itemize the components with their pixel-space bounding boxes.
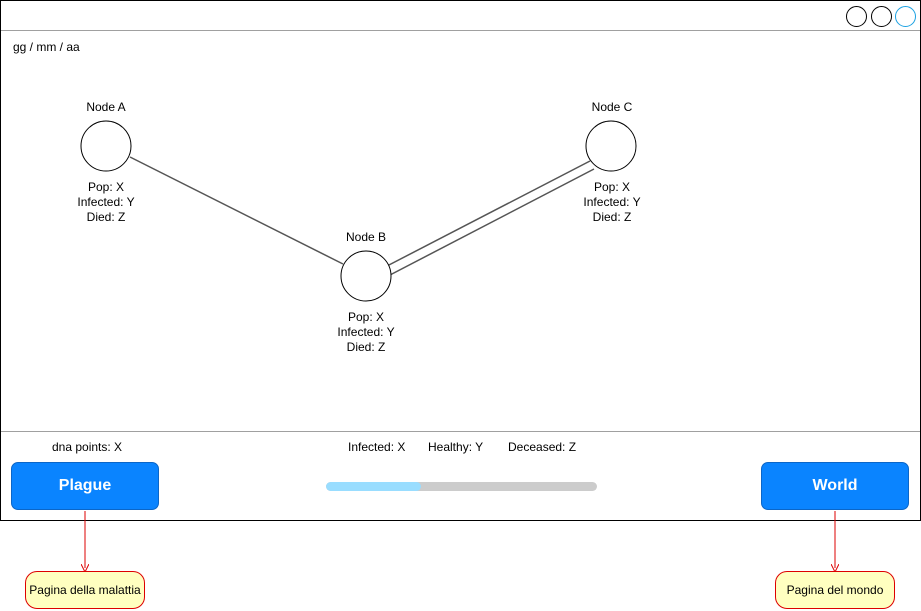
node-c-pop: Pop: X <box>593 180 631 194</box>
minimize-button[interactable] <box>846 6 867 27</box>
node-b-circle[interactable] <box>340 250 392 302</box>
node-b-label: Node B <box>345 230 387 244</box>
node-b-infected: Infected: Y <box>337 325 395 339</box>
node-a-infected: Infected: Y <box>77 195 135 209</box>
infection-progress-bar <box>326 482 597 491</box>
bottom-divider <box>1 431 920 432</box>
dna-points: dna points: X <box>52 440 123 454</box>
node-b-stats: Pop: X Infected: Y Died: Z <box>306 310 426 355</box>
progress-fill <box>326 482 421 491</box>
maximize-button[interactable] <box>871 6 892 27</box>
edge-a-b <box>129 156 344 265</box>
infected-total: Infected: X <box>348 440 406 454</box>
node-a-stats: Pop: X Infected: Y Died: Z <box>46 180 166 225</box>
node-graph <box>80 120 637 302</box>
node-b-pop: Pop: X <box>347 310 385 324</box>
plague-page-note: Pagina della malattia <box>25 571 145 609</box>
node-c-stats: Pop: X Infected: Y Died: Z <box>552 180 672 225</box>
node-a-died: Died: Z <box>86 210 126 224</box>
node-a-circle[interactable] <box>80 120 132 172</box>
edge-b-c-1 <box>386 160 591 267</box>
plague-button[interactable]: Plague <box>11 462 159 510</box>
node-b-died: Died: Z <box>346 340 386 354</box>
close-button[interactable] <box>895 6 916 27</box>
node-c-died: Died: Z <box>592 210 632 224</box>
node-c-label: Node C <box>591 100 633 114</box>
game-window: gg / mm / aa Node A Pop: X Infected: Y D… <box>0 0 921 521</box>
node-a-pop: Pop: X <box>87 180 125 194</box>
node-c-circle[interactable] <box>585 120 637 172</box>
node-a-label: Node A <box>86 100 126 114</box>
edge-b-c-2 <box>389 168 595 276</box>
date-display: gg / mm / aa <box>13 40 80 54</box>
title-bar <box>1 1 920 31</box>
world-page-note: Pagina del mondo <box>775 571 895 609</box>
deceased-total: Deceased: Z <box>508 440 577 454</box>
healthy-total: Healthy: Y <box>428 440 484 454</box>
node-c-infected: Infected: Y <box>583 195 641 209</box>
world-button[interactable]: World <box>761 462 909 510</box>
